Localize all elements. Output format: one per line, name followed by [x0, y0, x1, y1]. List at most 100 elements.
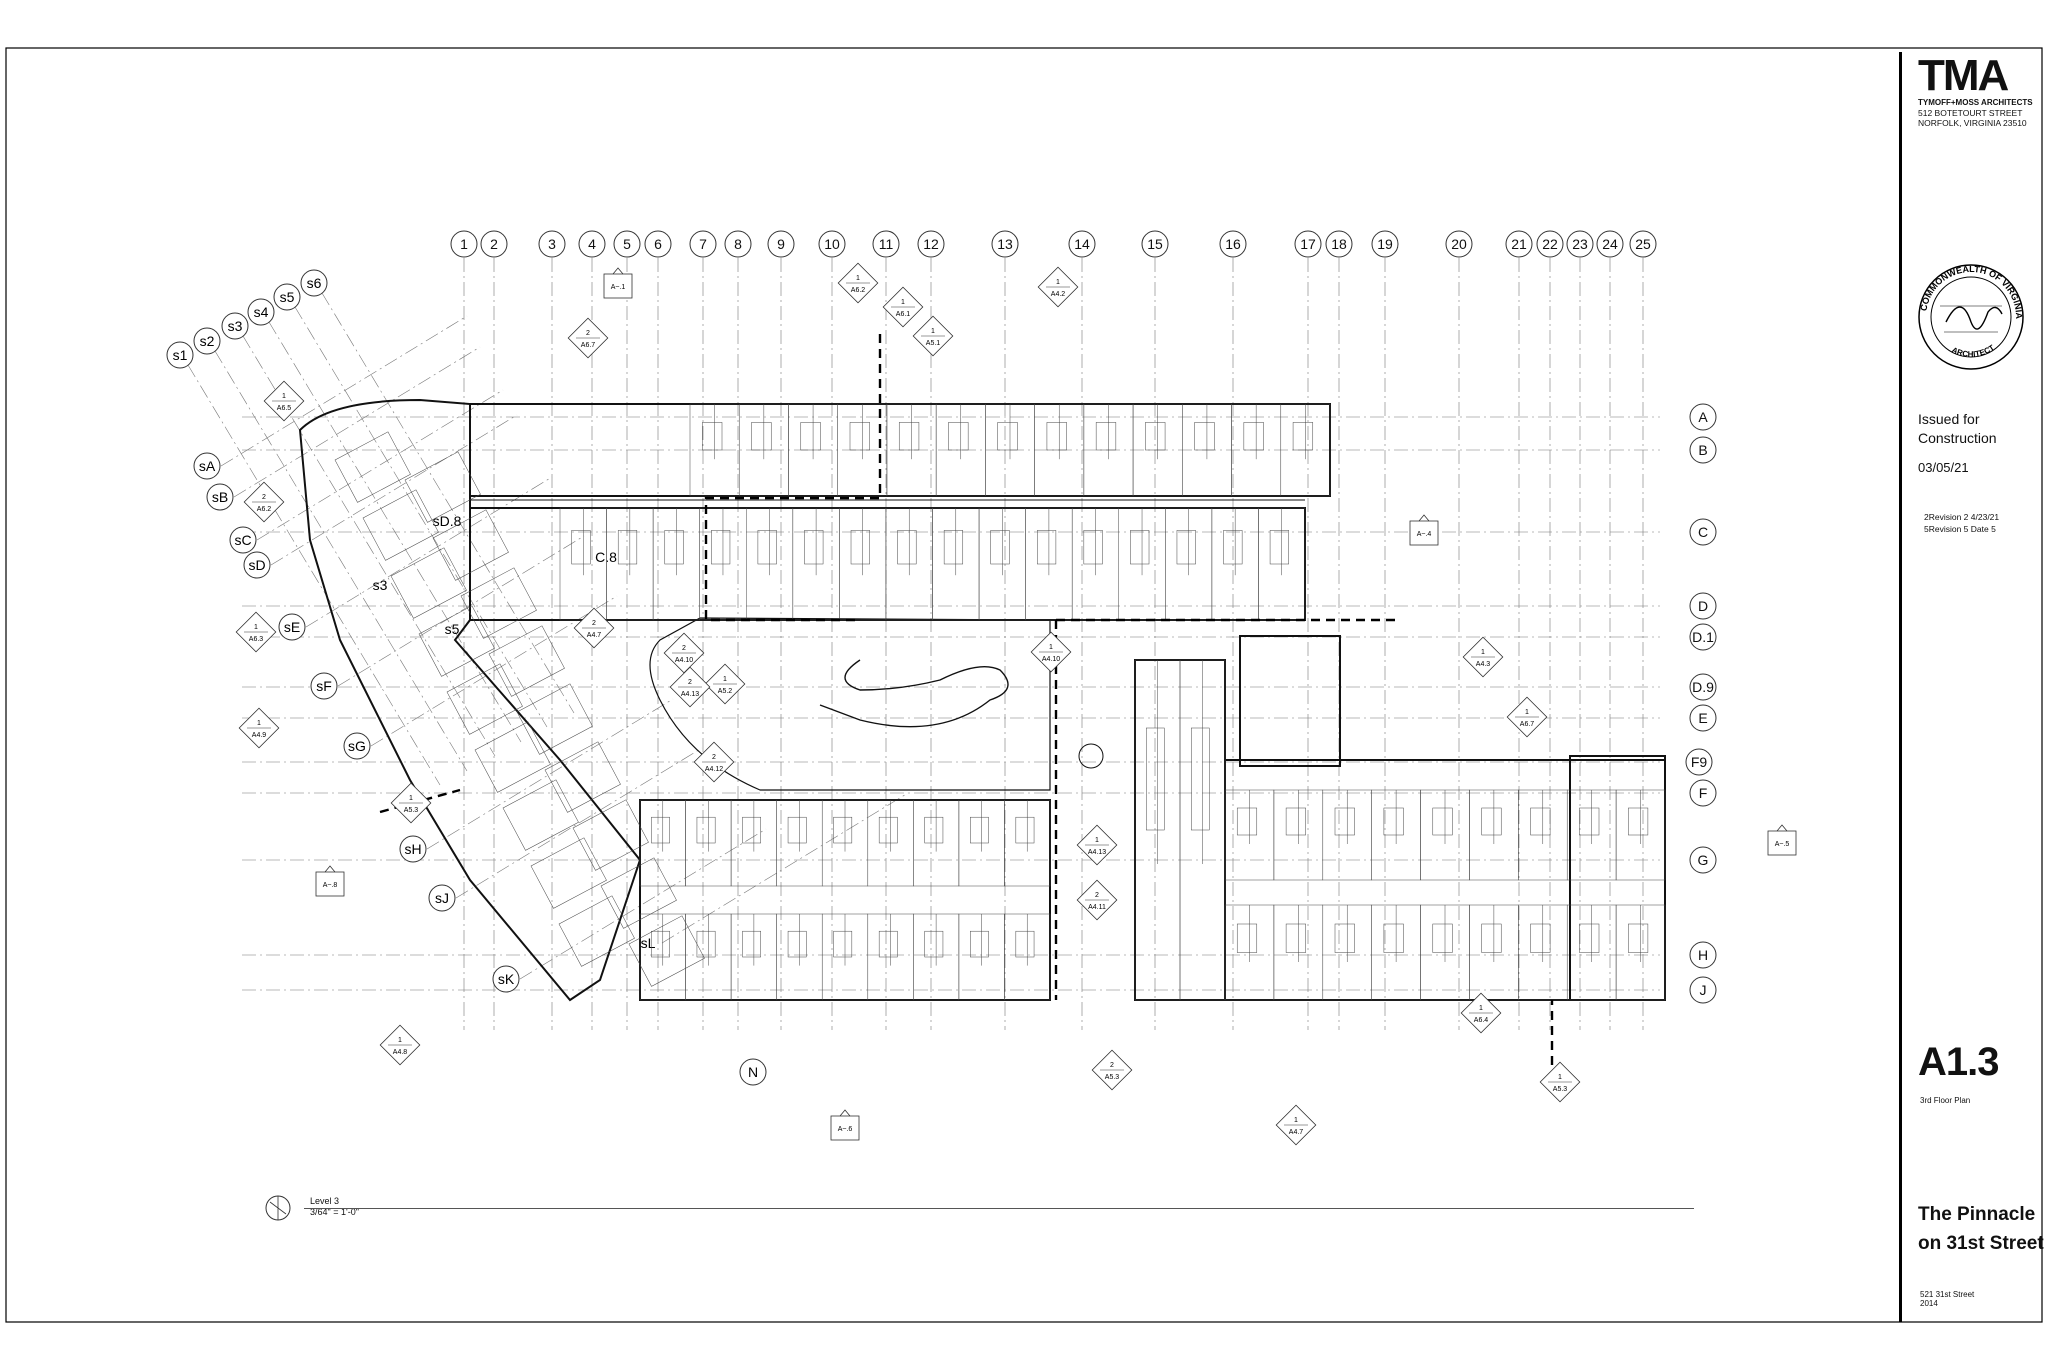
project-address: 521 31st Street — [1920, 1290, 1975, 1299]
firm-address-2: NORFOLK, VIRGINIA 23510 — [1918, 118, 2027, 128]
svg-text:2: 2 — [688, 679, 692, 686]
building-outline — [298, 398, 1666, 1002]
svg-text:9: 9 — [777, 236, 785, 252]
titleblock-divider — [1899, 52, 1902, 1322]
unit-west-b — [460, 567, 537, 639]
section-callout-A6.2: 1A6.2 — [837, 262, 879, 304]
grid-bubble-sJ: sJ — [428, 884, 456, 912]
svg-text:A6.7: A6.7 — [581, 342, 596, 349]
section-callout-A5.3: 1A5.3 — [1539, 1061, 1581, 1103]
grid-bubble-C: C — [1689, 518, 1717, 546]
svg-text:B: B — [1698, 442, 1707, 458]
svg-text:16: 16 — [1225, 236, 1241, 252]
project-name: The Pinnacle on 31st Street — [1918, 1204, 2044, 1254]
pool-outline — [819, 659, 1009, 728]
grid-bubble-s5: s5 — [273, 283, 301, 311]
grid-bubble-2: 2 — [480, 230, 508, 258]
elevation-callout-A~.4: A~.4 — [1409, 514, 1439, 546]
grid-bubble-C.8: C.8 — [595, 549, 617, 565]
grid-bubble-15: 15 — [1141, 230, 1169, 258]
section-callout-A6.7: 2A6.7 — [567, 317, 609, 359]
grid-bubble-D.9: D.9 — [1689, 673, 1717, 701]
svg-text:A6.1: A6.1 — [896, 311, 911, 318]
svg-text:sC: sC — [234, 532, 251, 548]
unit-west-a — [334, 431, 411, 503]
section-callout-A6.7: 1A6.7 — [1506, 696, 1548, 738]
unit-west-a — [390, 547, 467, 619]
svg-text:1: 1 — [1481, 649, 1485, 656]
svg-text:sH: sH — [404, 841, 421, 857]
svg-text:20: 20 — [1451, 236, 1467, 252]
title-underline — [304, 1208, 1694, 1209]
fountain — [1078, 743, 1104, 769]
issue-status: Issued for Construction — [1918, 411, 1997, 446]
section-callout-A6.4: 1A6.4 — [1460, 992, 1502, 1034]
svg-text:23: 23 — [1572, 236, 1588, 252]
grid-bubble-sD: sD — [243, 551, 271, 579]
grid-bubble-5: 5 — [613, 230, 641, 258]
svg-text:s5: s5 — [280, 289, 295, 305]
section-callout-A6.3: 1A6.3 — [235, 611, 277, 653]
svg-text:D.1: D.1 — [1692, 629, 1714, 645]
view-title: Level 3 3/64" = 1'-0" — [310, 1196, 359, 1218]
svg-text:25: 25 — [1635, 236, 1651, 252]
svg-text:D: D — [1698, 598, 1708, 614]
svg-text:A~.4: A~.4 — [1417, 531, 1432, 538]
svg-text:C: C — [1698, 524, 1708, 540]
svg-text:A4.10: A4.10 — [675, 657, 693, 664]
grid-bubble-13: 13 — [991, 230, 1019, 258]
unit-west-b — [516, 683, 593, 755]
svg-text:A5.3: A5.3 — [1553, 1086, 1568, 1093]
interior-grid-s5: s5 — [445, 621, 460, 637]
section-callout-A4.13: 2A4.13 — [669, 666, 711, 708]
svg-text:A4.13: A4.13 — [1088, 849, 1106, 856]
svg-text:1: 1 — [460, 236, 468, 252]
svg-text:A4.7: A4.7 — [587, 632, 602, 639]
svg-text:A6.2: A6.2 — [851, 287, 866, 294]
svg-text:14: 14 — [1074, 236, 1090, 252]
grid-bubble-E: E — [1689, 704, 1717, 732]
svg-text:s2: s2 — [200, 333, 215, 349]
grid-bubble-12: 12 — [917, 230, 945, 258]
svg-text:4: 4 — [588, 236, 596, 252]
svg-text:1: 1 — [254, 624, 258, 631]
view-name: Level 3 — [310, 1196, 340, 1206]
grid-bubble-10: 10 — [818, 230, 846, 258]
svg-text:A5.3: A5.3 — [404, 807, 419, 814]
svg-text:G: G — [1698, 852, 1709, 868]
interior-grid-s3: s3 — [373, 577, 388, 593]
grid-bubble-20: 20 — [1445, 230, 1473, 258]
section-callout-A6.2: 2A6.2 — [243, 481, 285, 523]
grid-bubble-G: G — [1689, 846, 1717, 874]
svg-text:1: 1 — [723, 676, 727, 683]
svg-text:sG: sG — [348, 738, 366, 754]
section-lines — [379, 334, 1554, 1080]
svg-text:12: 12 — [923, 236, 939, 252]
svg-text:s6: s6 — [307, 275, 322, 291]
svg-text:A4.9: A4.9 — [252, 732, 267, 739]
svg-text:E: E — [1698, 710, 1707, 726]
grid-bubble-21: 21 — [1505, 230, 1533, 258]
svg-text:sB: sB — [212, 489, 228, 505]
grid-bubble-s3: s3 — [221, 312, 249, 340]
svg-text:A4.8: A4.8 — [393, 1049, 408, 1056]
svg-text:A: A — [1698, 409, 1708, 425]
sheet-number: A1.3 — [1918, 1040, 1999, 1084]
section-callout-A5.2: 1A5.2 — [704, 663, 746, 705]
firm-logo: TMA — [1918, 51, 2009, 100]
unit-walls — [334, 403, 1666, 1001]
svg-text:A4.2: A4.2 — [1051, 291, 1066, 298]
svg-text:A5.1: A5.1 — [926, 340, 941, 347]
svg-text:2: 2 — [586, 330, 590, 337]
svg-text:15: 15 — [1147, 236, 1163, 252]
unit-west-a — [418, 605, 495, 677]
stair-block — [1239, 635, 1341, 767]
unit-west-b — [628, 915, 705, 987]
svg-text:s4: s4 — [254, 304, 269, 320]
firm-address-1: 512 BOTETOURT STREET — [1918, 108, 2023, 118]
svg-text:2: 2 — [592, 620, 596, 627]
grid-bubble-18: 18 — [1325, 230, 1353, 258]
grid-bubble-14: 14 — [1068, 230, 1096, 258]
elevation-callout-A~.6: A~.6 — [830, 1109, 860, 1141]
grid-bubble-sL: sL — [641, 935, 656, 951]
